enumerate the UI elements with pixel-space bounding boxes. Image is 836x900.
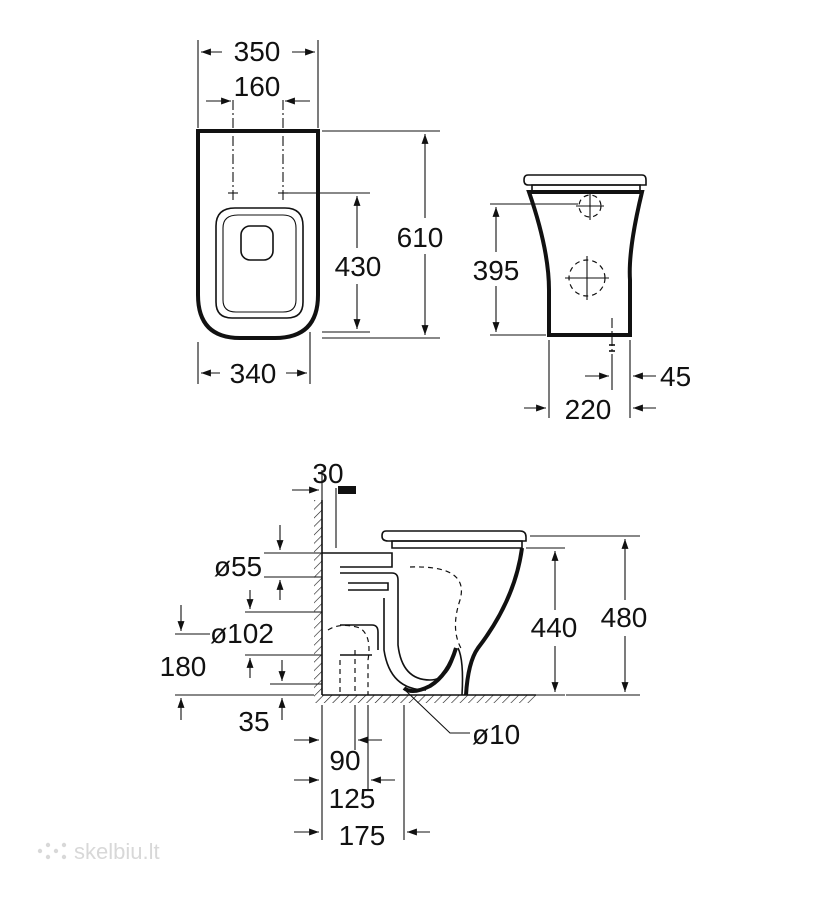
dim-480: 480 — [601, 602, 648, 633]
dim-440: 440 — [531, 612, 578, 643]
watermark-text: skelbiu.lt — [74, 839, 160, 864]
top-view-outline — [196, 129, 320, 340]
front-view-body — [526, 190, 645, 337]
dim-d10: ø10 — [472, 719, 520, 750]
front-view: 395 45 220 — [464, 174, 691, 425]
dim-220: 220 — [565, 394, 612, 425]
dim-340: 340 — [230, 358, 277, 389]
dim-395: 395 — [473, 255, 520, 286]
dim-45: 45 — [660, 361, 691, 392]
seat-lid — [523, 174, 647, 186]
dim-430: 430 — [335, 251, 382, 282]
dim-175: 175 — [339, 820, 386, 851]
dim-90: 90 — [329, 745, 360, 776]
top-view: 350 160 610 430 340 — [196, 36, 455, 389]
side-seat — [381, 530, 527, 542]
dim-30: 30 — [312, 458, 343, 489]
dim-350: 350 — [234, 36, 281, 67]
dim-125: 125 — [329, 783, 376, 814]
wall-hatch — [314, 500, 322, 695]
dim-d55: ø55 — [214, 551, 262, 582]
drain-outline — [240, 225, 274, 261]
dim-610: 610 — [397, 222, 444, 253]
watermark: skelbiu.lt — [37, 839, 160, 864]
side-view: 30 ø55 ø102 — [160, 458, 658, 851]
floor-hatch — [314, 695, 536, 703]
dim-180: 180 — [160, 651, 207, 682]
side-bowl — [464, 547, 524, 696]
dim-35: 35 — [238, 706, 269, 737]
top-view-opening — [215, 207, 304, 319]
dim-d102: ø102 — [210, 618, 274, 649]
dim-160: 160 — [234, 71, 281, 102]
